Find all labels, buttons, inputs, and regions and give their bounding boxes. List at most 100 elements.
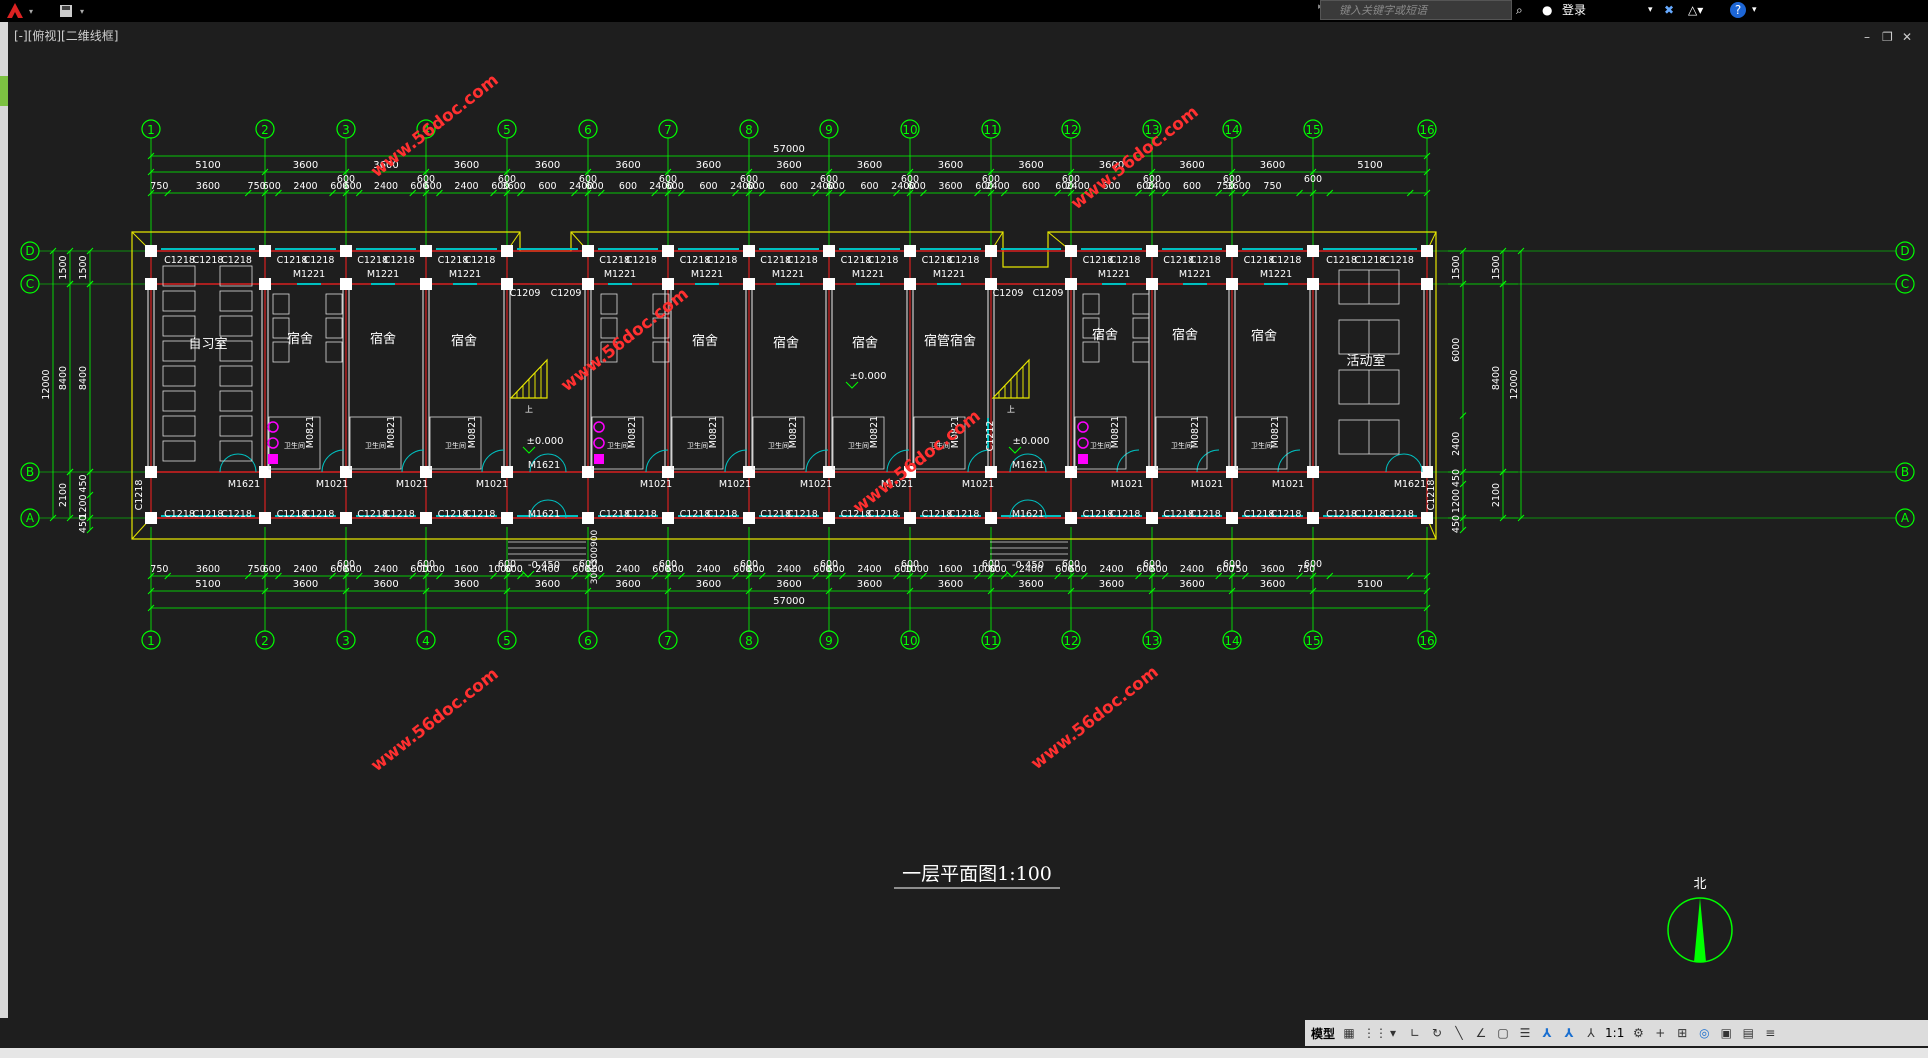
dim-detail-bottom-label: 600 [666, 564, 684, 575]
help-icon[interactable]: ? [1730, 2, 1746, 18]
bathroom-label: 卫生间 [768, 441, 789, 450]
desk-outline [162, 315, 196, 337]
dynucs-icon[interactable]: ▢ [1497, 1026, 1509, 1040]
model-tab[interactable]: 模型 [1311, 1026, 1336, 1041]
window-label-bottom: C1218 [357, 509, 388, 520]
window-label-bottom: C1218 [1244, 509, 1275, 520]
column [1307, 278, 1319, 290]
door-label-m0821: M0821 [467, 416, 478, 448]
minimize-icon[interactable]: – [1864, 30, 1870, 44]
login-dropdown-icon[interactable]: ▾ [1648, 5, 1653, 15]
dim-total-bottom-label: 57000 [773, 596, 805, 607]
close-icon[interactable]: ✕ [1902, 30, 1913, 44]
dim-detail-bottom-label: 750 [248, 564, 266, 575]
dim-left-e-tick [86, 526, 94, 534]
dim-detail-bottom-label: 600 [733, 564, 751, 575]
workspace-gear-icon[interactable]: ⚙ [1632, 1026, 1644, 1040]
side-window-label: C1218 [134, 480, 145, 511]
door-swing [547, 499, 567, 519]
otrack-icon[interactable]: ∠ [1475, 1026, 1487, 1040]
dim-detail-top-label: 750 [150, 181, 168, 192]
door-label-m1221: M1221 [293, 269, 325, 280]
osnap-icon[interactable]: ╲ [1455, 1026, 1463, 1040]
column [662, 512, 674, 524]
ortho-icon[interactable]: ∟ [1409, 1026, 1421, 1040]
window-label-top: C1218 [1110, 255, 1141, 266]
annotation-scale-icon[interactable]: ⅄ [1587, 1026, 1595, 1040]
column [1065, 466, 1077, 478]
dim-right-b-label: 1500 [1491, 255, 1502, 279]
window-label-top: C1218 [438, 255, 469, 266]
axis-number-bottom: 12 [1063, 634, 1078, 648]
drawing-canvas[interactable]: 1122334455667788991010111112121313141415… [8, 22, 1918, 1018]
dim-detail-bottom-tick [490, 572, 497, 580]
column [420, 466, 432, 478]
dim-detail-top-label: 600 [699, 181, 717, 192]
app-menu-button[interactable]: ▾ [0, 0, 42, 22]
elevation-marker [1008, 446, 1022, 454]
north-label: 北 [1693, 877, 1706, 892]
dim-detail-bottom-tick [987, 572, 995, 580]
dim-left-a-tick [66, 247, 74, 255]
window-label-bottom: C1218 [1326, 509, 1357, 520]
door-label-m1221: M1221 [691, 269, 723, 280]
dim-detail-bottom-label: 2400 [777, 564, 801, 575]
window-label-bottom: C1218 [922, 509, 953, 520]
window-label-top: C1218 [949, 255, 980, 266]
dim-detail-bottom-tick [147, 572, 155, 580]
door-swing [237, 453, 257, 473]
dim-detail-bottom-tick [436, 572, 443, 580]
axis-letter-left: D [25, 244, 34, 258]
binoculars-icon[interactable]: ⌕ [1516, 3, 1523, 17]
annotation-visibility-icon[interactable]: ⅄ [1542, 1026, 1552, 1040]
dim-detail-bottom-label: 600 [1069, 564, 1087, 575]
door-label-m0821: M0821 [869, 416, 880, 448]
restore-icon[interactable]: ❐ [1882, 30, 1893, 44]
dim-detail-top-tick [732, 189, 739, 197]
plus-icon[interactable]: + [1655, 1026, 1666, 1040]
door-swing [219, 453, 239, 473]
elevation-marker [521, 570, 535, 578]
dim-axis-bottom-label: 3600 [938, 579, 963, 590]
snap-icon[interactable]: ⋮⋮ [1363, 1026, 1388, 1040]
auto-scale-icon[interactable]: ⅄ [1564, 1026, 1574, 1040]
sink-icon [267, 437, 279, 449]
hardware-acceleration-icon[interactable]: ▣ [1720, 1026, 1732, 1040]
dim-detail-top-label: 600 [1022, 181, 1040, 192]
door-label-m1221: M1221 [1260, 269, 1292, 280]
door-label-m1021: M1021 [476, 479, 508, 490]
login-button[interactable]: 登录 [1562, 3, 1587, 17]
dropdown-icon[interactable]: ▾ [1390, 1026, 1397, 1040]
door-label-m1221: M1221 [852, 269, 884, 280]
dim-detail-top-label: 600 [491, 181, 509, 192]
clean-screen-icon[interactable]: ▤ [1742, 1026, 1754, 1040]
help-dropdown-icon[interactable]: ▾ [1752, 5, 1757, 15]
search-input[interactable]: 键入关键字或短语 [1320, 0, 1512, 20]
polar-icon[interactable]: ↻ [1431, 1026, 1443, 1040]
isolate-icon[interactable]: ◎ [1699, 1026, 1710, 1040]
units-icon[interactable]: ⊞ [1677, 1026, 1688, 1040]
exchange-icon[interactable]: ✖ [1664, 3, 1675, 17]
column [259, 466, 271, 478]
autodesk-a360-icon[interactable]: △▾ [1688, 3, 1704, 17]
dim-detail-bottom-tick [1148, 572, 1156, 580]
dim-detail-top-tick [678, 189, 685, 197]
lineweight-icon[interactable]: ☰ [1519, 1026, 1531, 1040]
dim-detail-top-tick [409, 189, 417, 197]
quick-access-toolbar[interactable]: ▾ [54, 0, 94, 22]
customize-icon[interactable]: ≡ [1765, 1026, 1776, 1040]
bed-outline [1132, 317, 1150, 339]
room-label: 宿舍 [692, 333, 718, 349]
bathroom [268, 416, 321, 470]
dim-detail-top-tick [329, 189, 336, 197]
dim-axis-bottom-label: 3600 [535, 579, 560, 590]
dim-detail-top-tick [1406, 189, 1414, 197]
axis-number-bottom: 3 [342, 634, 350, 648]
grid-icon[interactable]: ▦ [1343, 1026, 1355, 1040]
column [1307, 512, 1319, 524]
viewport-controls[interactable]: [-][俯视][二维线框] [14, 29, 119, 43]
dim-detail-bottom-tick [906, 572, 914, 580]
room-label: 自习室 [188, 336, 227, 352]
dim-detail-top-label: 750 [1263, 181, 1281, 192]
scale-dropdown[interactable]: 1:1 [1605, 1026, 1625, 1040]
